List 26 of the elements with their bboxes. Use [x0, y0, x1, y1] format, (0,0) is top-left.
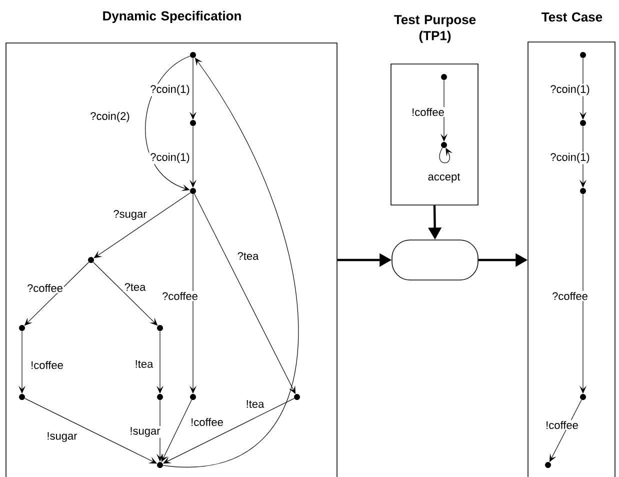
edge-label: ?tea [123, 282, 147, 292]
edge-label: ?coin(2) [89, 110, 131, 124]
edge-label: ?coffee [551, 290, 589, 302]
edge-label: ?tea [236, 251, 260, 261]
edge-label: ?coin(1) [149, 84, 191, 96]
transition-arrow [162, 58, 298, 467]
edge-label: !sugar [128, 426, 162, 438]
edge-label: !coffee [190, 416, 224, 428]
edge-label: ?coin(1) [149, 152, 191, 164]
edge-label: ?coffee [26, 282, 64, 294]
edge-label: !coffee [30, 360, 64, 370]
edge-label: accept [426, 172, 462, 184]
edge-label: !tea [134, 359, 154, 369]
edge-label: ?coffee [161, 290, 199, 302]
panel-title: Dynamic Specification [103, 10, 241, 24]
panel-title: Test Purpose (TP1) [394, 15, 476, 43]
edge-label: ?sugar [112, 209, 148, 221]
edge-label: !coffee [544, 420, 580, 430]
edge-label: !tea [244, 399, 266, 409]
edge-label: !coffee [410, 106, 446, 118]
transition-arrow [94, 192, 191, 258]
edge-label: ?coin(1) [549, 152, 591, 164]
edge-label: ?coin(1) [549, 84, 591, 96]
process-box [392, 240, 478, 280]
edge-label: !sugar [46, 431, 78, 443]
panel-title: Test Case [542, 12, 602, 22]
